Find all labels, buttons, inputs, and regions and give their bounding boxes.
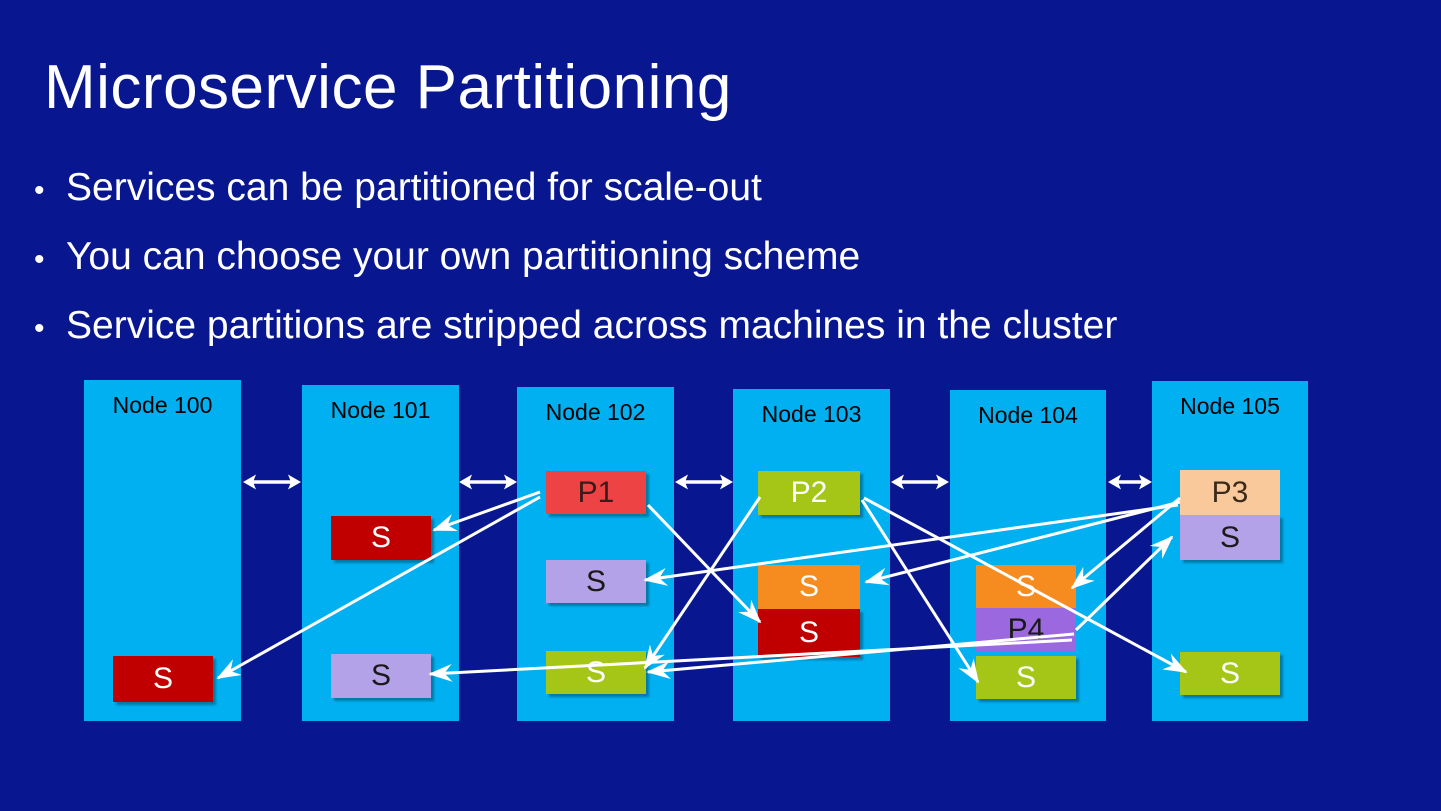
bullet-dot-icon: •	[34, 312, 45, 345]
service-box-s[interactable]: S	[1180, 652, 1280, 695]
list-item: • Services can be partitioned for scale-…	[26, 155, 1426, 224]
node-label: Node 103	[761, 401, 862, 427]
service-box-p4[interactable]: P4	[976, 608, 1076, 651]
service-box-s[interactable]: S	[331, 516, 431, 560]
bullet-dot-icon: •	[34, 174, 45, 207]
service-box-p1[interactable]: P1	[546, 471, 646, 514]
node-label: Node 104	[978, 402, 1078, 428]
service-box-s[interactable]: S	[546, 560, 646, 603]
bullet-list: • Services can be partitioned for scale-…	[26, 155, 1426, 362]
service-box-s[interactable]: S	[758, 609, 860, 657]
service-box-s[interactable]: S	[976, 656, 1076, 699]
node-link-double-arrow-icon	[459, 470, 517, 494]
service-box-s[interactable]: S	[331, 654, 431, 698]
node-link-double-arrow-icon	[675, 470, 733, 494]
bullet-text: Services can be partitioned for scale-ou…	[66, 166, 762, 209]
page-title: Microservice Partitioning	[44, 53, 732, 122]
node-label: Node 105	[1180, 393, 1280, 419]
bullet-dot-icon: •	[34, 243, 45, 276]
list-item: • You can choose your own partitioning s…	[26, 224, 1426, 293]
node-label: Node 102	[545, 399, 646, 425]
service-box-s[interactable]: S	[546, 651, 646, 694]
node-label: Node 100	[112, 392, 213, 418]
node-link-double-arrow-icon	[891, 470, 949, 494]
list-item: • Service partitions are stripped across…	[26, 293, 1426, 362]
node-label: Node 101	[330, 397, 431, 423]
service-box-s[interactable]: S	[758, 565, 860, 609]
service-box-s[interactable]: S	[976, 565, 1076, 608]
service-box-s[interactable]: S	[113, 656, 213, 702]
node-link-double-arrow-icon	[1108, 470, 1152, 494]
service-box-p3[interactable]: P3	[1180, 470, 1280, 515]
service-box-p2[interactable]: P2	[758, 471, 860, 515]
bullet-text: Service partitions are stripped across m…	[66, 304, 1118, 347]
bullet-text: You can choose your own partitioning sch…	[66, 235, 861, 278]
service-box-s[interactable]: S	[1180, 515, 1280, 560]
node-link-double-arrow-icon	[243, 470, 301, 494]
